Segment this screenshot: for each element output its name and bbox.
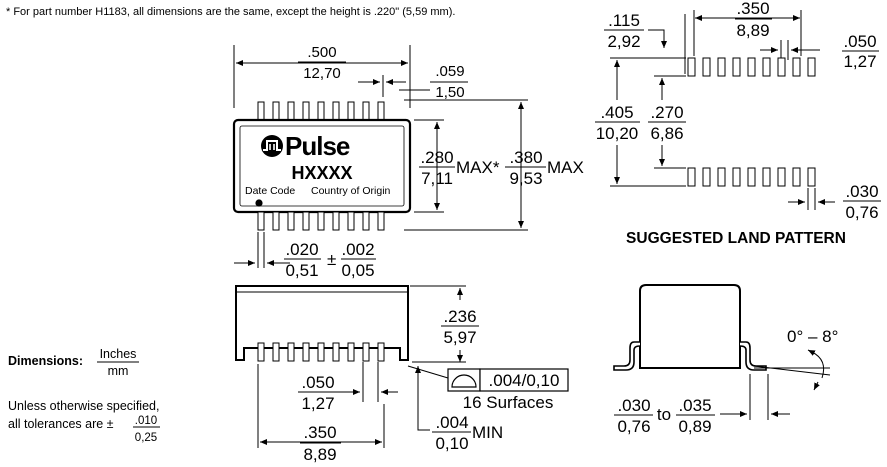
land-span-inches: .350 <box>736 0 769 18</box>
end-lead-right <box>739 341 767 371</box>
foot-max-mm: 0,89 <box>678 417 711 436</box>
flatness-value-box <box>479 368 569 392</box>
end-lead-left <box>613 341 641 371</box>
foot-to-label: to <box>657 405 671 424</box>
pin-tol-mm: 0,05 <box>341 261 374 280</box>
dimensions-legend: Dimensions: Inches mm Unless otherwise s… <box>8 347 160 444</box>
total-height-inches: .380 <box>509 148 542 167</box>
foot-min-mm: 0,76 <box>617 417 650 436</box>
pin-tol-inches: .002 <box>341 240 374 259</box>
land-pattern-title: SUGGESTED LAND PATTERN <box>626 230 846 247</box>
part-number: HXXXX <box>291 163 352 183</box>
surfaces-label: 16 Surfaces <box>463 393 554 412</box>
side-leads <box>257 342 385 362</box>
tolerance-mm: 0,25 <box>135 432 157 444</box>
body-height-mm: 7,11 <box>421 169 453 188</box>
side-pitch-inches: .050 <box>301 373 334 392</box>
foot-max-inches: .035 <box>678 396 711 415</box>
pin1-dot <box>255 199 263 207</box>
footnote: * For part number H1183, all dimensions … <box>6 6 455 18</box>
total-height-suffix: MAX <box>547 158 584 177</box>
tolerance-inches: .010 <box>135 415 157 427</box>
date-code-label: Date Code <box>245 185 295 197</box>
standoff-suffix: MIN <box>472 423 503 442</box>
flatness-icon <box>451 374 477 388</box>
pulse-logo-icon <box>261 135 283 157</box>
tolerance-line-1: Unless otherwise specified, <box>8 399 159 413</box>
side-pitch-mm: 1,27 <box>301 394 334 413</box>
foot-min-inches: .030 <box>617 396 650 415</box>
land-pitch-mm: 1,27 <box>843 52 876 71</box>
legend-unit-inches: Inches <box>100 347 137 361</box>
side-span-mm: 8,89 <box>303 445 336 464</box>
land-inner-inches: .270 <box>650 103 683 122</box>
body-height-inches: .280 <box>420 148 453 167</box>
land-offset-mm: 2,92 <box>607 32 640 51</box>
brand-name: Pulse <box>285 131 350 161</box>
land-pad-width-inches: .030 <box>845 182 878 201</box>
land-offset-inches: .115 <box>608 11 640 30</box>
end-view: 0° – 8° .030 0,76 to .035 0,89 <box>613 284 838 436</box>
land-pads-bottom <box>687 167 816 187</box>
top-leads <box>257 101 385 121</box>
legend-unit-mm: mm <box>108 364 129 378</box>
tolerance-line-2: all tolerances are ± <box>8 417 114 431</box>
pin-width-inches: .020 <box>285 240 318 259</box>
side-body <box>235 285 409 361</box>
land-pattern: .115 2,92 .350 8,89 .050 1,27 <box>595 0 881 247</box>
plus-minus: ± <box>327 250 336 269</box>
land-span-mm: 8,89 <box>736 21 769 40</box>
side-height-mm: 5,97 <box>443 328 476 347</box>
side-height-inches: .236 <box>443 307 476 326</box>
width-inches: .500 <box>307 44 336 61</box>
land-pitch-inches: .050 <box>843 32 876 51</box>
land-inner-mm: 6,86 <box>650 124 683 143</box>
body-height-suffix: MAX* <box>456 158 500 177</box>
end-body <box>639 284 741 369</box>
side-view: .236 5,97 .050 1,27 .004/0,10 16 Surface… <box>235 285 569 464</box>
lead-width-inches: .059 <box>435 63 464 80</box>
coplanarity-value: .004/0,10 <box>489 371 560 390</box>
land-outer-inches: .405 <box>600 103 633 122</box>
width-mm: 12,70 <box>303 65 341 82</box>
land-outer-mm: 10,20 <box>596 124 639 143</box>
top-view: .500 12,70 .059 1,50 <box>232 44 584 280</box>
lead-angle: 0° – 8° <box>787 327 838 346</box>
land-pad-width-mm: 0,76 <box>845 203 878 222</box>
lead-width-mm: 1,50 <box>435 84 464 101</box>
bottom-leads <box>257 211 385 231</box>
legend-label: Dimensions: <box>8 354 83 368</box>
flatness-symbol-box <box>447 368 481 392</box>
country-label: Country of Origin <box>311 185 391 197</box>
standoff-mm: 0,10 <box>435 434 468 453</box>
standoff-inches: .004 <box>435 413 468 432</box>
side-span-inches: .350 <box>303 423 336 442</box>
pin-width-mm: 0,51 <box>285 261 318 280</box>
land-pads-top <box>687 57 816 77</box>
total-height-mm: 9,53 <box>509 169 542 188</box>
